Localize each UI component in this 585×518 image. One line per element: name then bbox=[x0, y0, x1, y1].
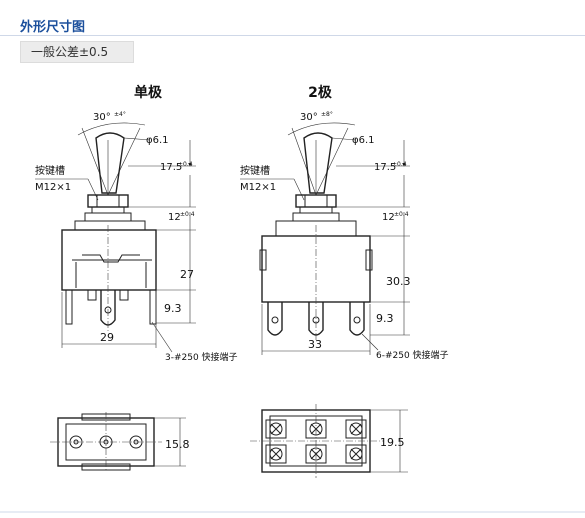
single-tip-diameter: φ6.1 bbox=[146, 135, 169, 146]
single-pole-drawing: 单极 30° ±4° φ6.1 按键槽 M12×1 bbox=[35, 84, 238, 472]
double-angle-label: 30° bbox=[300, 112, 318, 123]
single-angle-tol: ±4° bbox=[114, 111, 126, 118]
single-dim-bushing: 12 bbox=[168, 212, 181, 223]
double-dim-terminal: 9.3 bbox=[376, 312, 394, 325]
single-dim-bushing-tol: ±0.4 bbox=[180, 211, 195, 218]
double-dim-bushing-tol: ±0.4 bbox=[394, 211, 409, 218]
single-dim-width: 29 bbox=[100, 331, 114, 344]
double-thread-label: M12×1 bbox=[240, 182, 276, 193]
double-bottom-view: 19.5 bbox=[250, 404, 408, 478]
double-pole-drawing: 2极 30° ±8° φ6.1 按键槽 M12×1 bbox=[240, 84, 449, 478]
single-dim-bottom: 15.8 bbox=[165, 438, 190, 451]
double-angle-tol: ±8° bbox=[321, 111, 333, 118]
single-pole-title: 单极 bbox=[134, 84, 163, 101]
double-dim-width: 33 bbox=[308, 338, 322, 351]
double-pole-title: 2极 bbox=[308, 84, 333, 101]
single-dim-terminal: 9.3 bbox=[164, 302, 182, 315]
double-terminal-note: 6-#250 快接端子 bbox=[376, 349, 449, 361]
single-dim-body: 27 bbox=[180, 268, 194, 281]
page-title: 外形尺寸图 bbox=[20, 20, 86, 35]
tolerance-note: 一般公差±0.5 bbox=[20, 41, 134, 63]
double-tip-diameter: φ6.1 bbox=[352, 135, 375, 146]
double-dim-bottom: 19.5 bbox=[380, 436, 405, 449]
single-groove-label: 按键槽 bbox=[35, 164, 65, 177]
single-dim-lever: 17.5 bbox=[160, 162, 182, 173]
double-groove-label: 按键槽 bbox=[240, 164, 270, 177]
single-thread-label: M12×1 bbox=[35, 182, 71, 193]
double-dim-bushing: 12 bbox=[382, 212, 395, 223]
single-dim-lever-tol: ±0.4 bbox=[178, 161, 193, 168]
double-dim-lever: 17.5 bbox=[374, 162, 396, 173]
double-dim-lever-tol: ±0.4 bbox=[392, 161, 407, 168]
single-terminal-note: 3-#250 快接端子 bbox=[165, 351, 238, 363]
header-divider bbox=[0, 35, 585, 36]
single-angle-label: 30° bbox=[93, 112, 111, 123]
single-bottom-view: 15.8 bbox=[50, 412, 190, 472]
double-dim-body: 30.3 bbox=[386, 275, 411, 288]
